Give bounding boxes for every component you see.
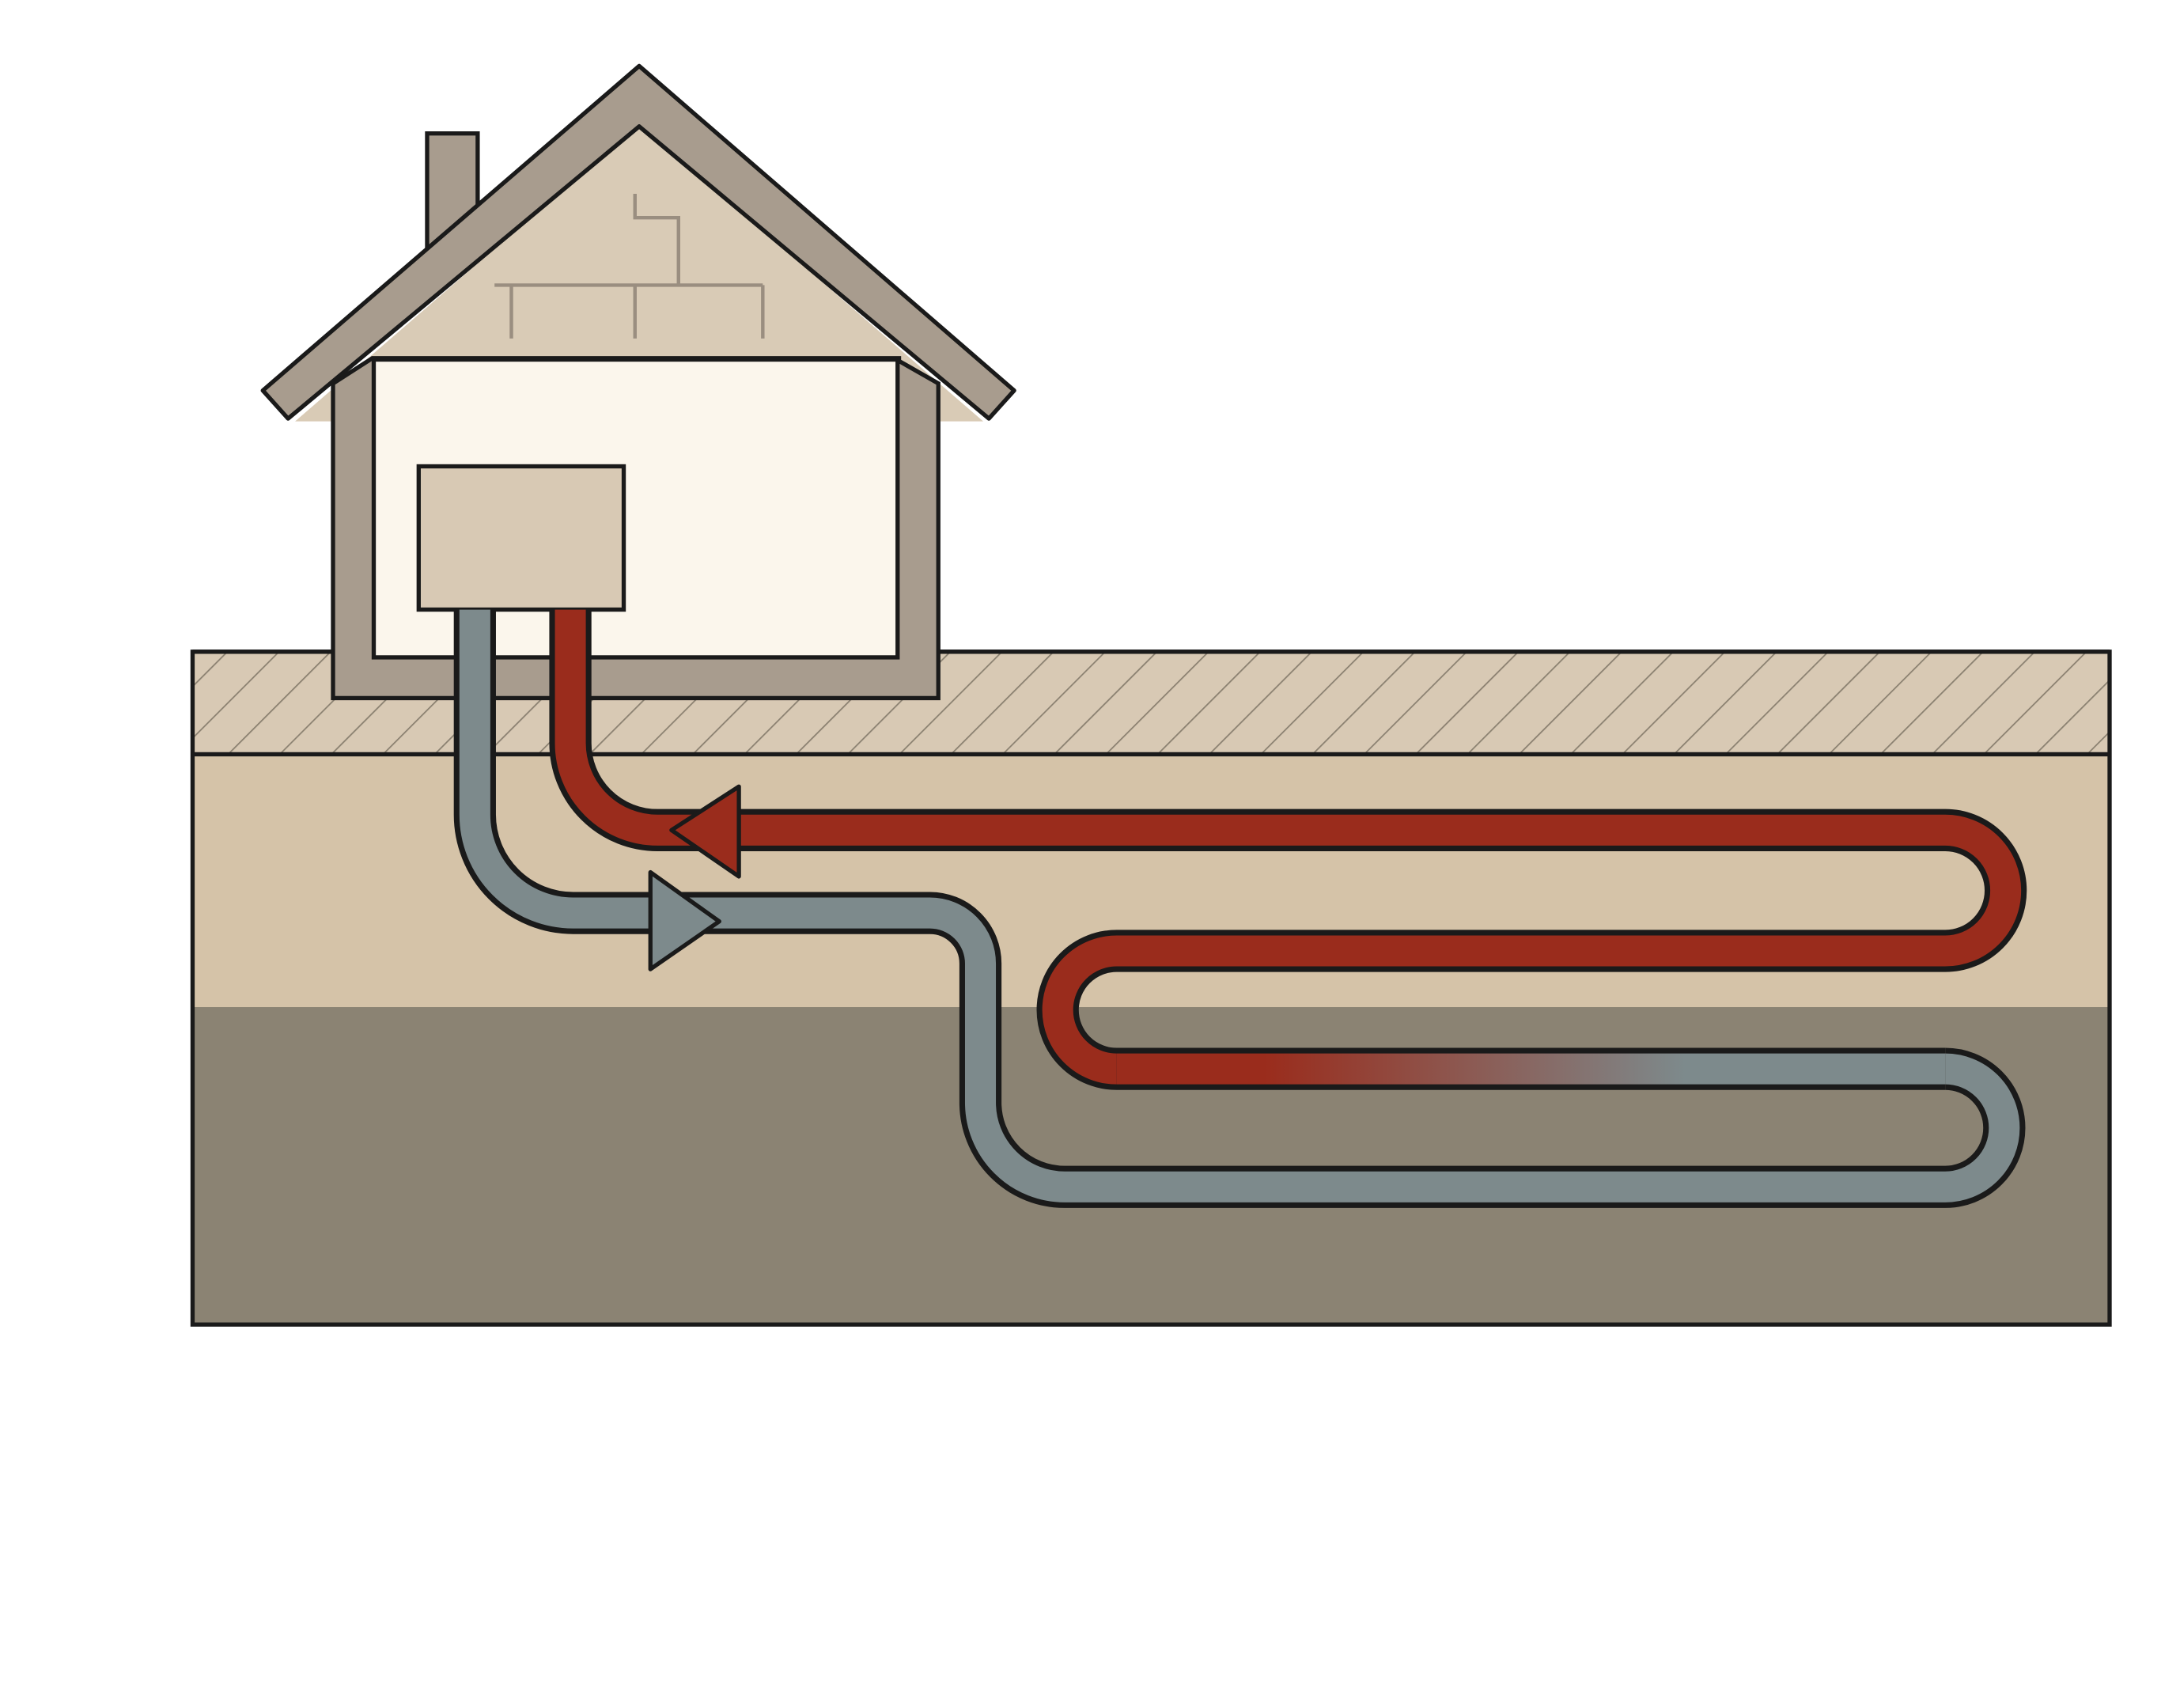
house-roof: [260, 63, 1016, 421]
house-gable: [295, 123, 984, 422]
pipes: [459, 609, 2022, 1202]
gable-brick-lines: [494, 194, 765, 339]
ground-outline: [190, 649, 2112, 1327]
warm-return-pipe: [554, 609, 2022, 1085]
heat-pump-unit: [416, 464, 626, 612]
cool-supply-pipe: [459, 609, 2020, 1202]
house: [260, 63, 1016, 701]
arrow-right-icon: [648, 869, 721, 971]
arrow-left-icon: [669, 784, 741, 879]
